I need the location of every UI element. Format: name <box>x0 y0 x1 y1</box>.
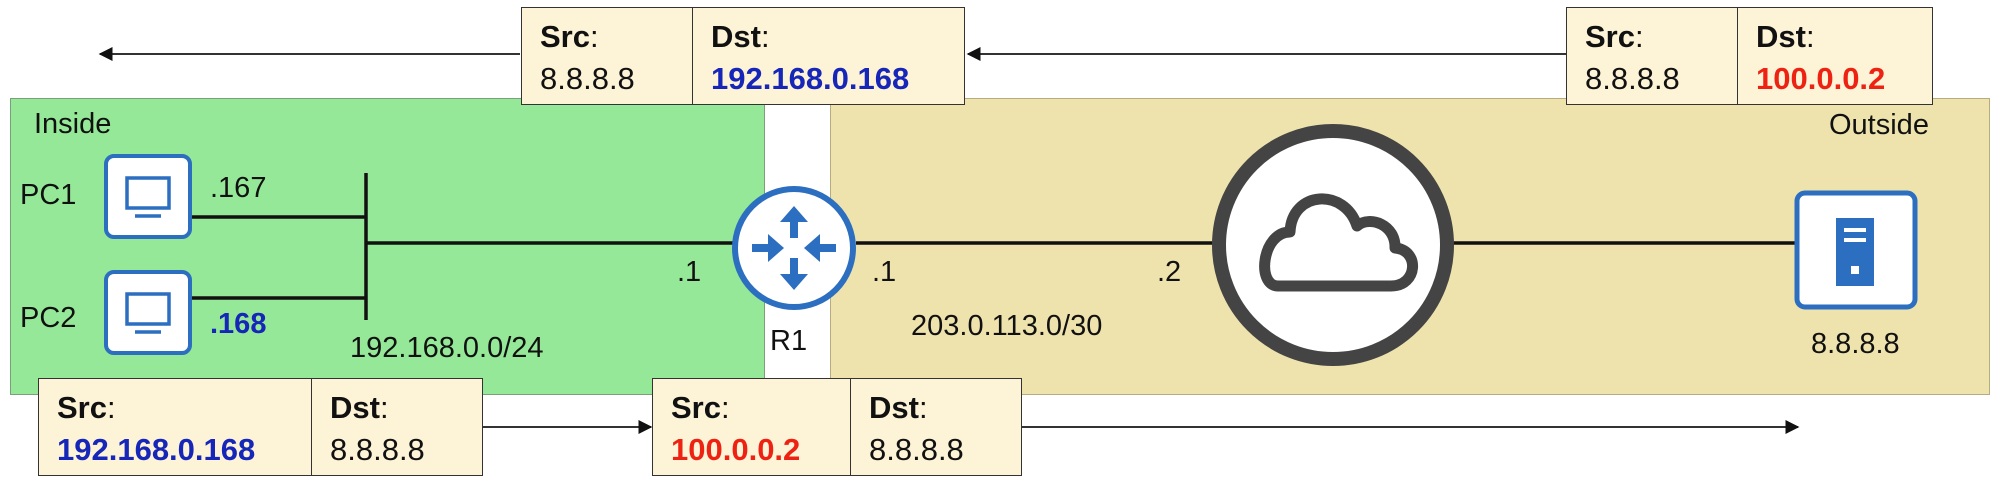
outside-subnet-label: 203.0.113.0/30 <box>911 310 1103 342</box>
router-icon[interactable] <box>732 186 856 310</box>
pc1-icon[interactable] <box>104 154 192 239</box>
src-ip: 8.8.8.8 <box>1585 61 1680 96</box>
pc2-icon[interactable] <box>104 270 192 355</box>
dst-key: Dst <box>869 390 919 425</box>
packet-header-outbound-outside: Src: 100.0.0.2 Dst: 8.8.8.8 <box>652 378 1022 476</box>
dst-key: Dst <box>711 19 761 54</box>
src-ip: 8.8.8.8 <box>540 61 635 96</box>
dst-key: Dst <box>1756 19 1806 54</box>
packet-header-return-inside: Src: 8.8.8.8 Dst: 192.168.0.168 <box>521 7 965 105</box>
dst-ip: 100.0.0.2 <box>1756 61 1886 96</box>
internet-cloud-icon[interactable] <box>1212 124 1454 366</box>
pc2-host-address: .168 <box>210 308 267 340</box>
server-ip-label: 8.8.8.8 <box>1811 328 1900 360</box>
src-key: Src <box>1585 19 1635 54</box>
inside-zone-label: Inside <box>34 108 112 140</box>
pc2-label: PC2 <box>20 302 77 334</box>
router-label: R1 <box>770 325 808 357</box>
src-ip: 192.168.0.168 <box>57 432 256 467</box>
inside-subnet-label: 192.168.0.0/24 <box>350 332 544 364</box>
dst-key: Dst <box>330 390 380 425</box>
router-inside-interface: .1 <box>677 256 702 288</box>
outside-zone-label: Outside <box>1829 109 1929 141</box>
dst-ip: 8.8.8.8 <box>869 432 964 467</box>
dst-ip: 8.8.8.8 <box>330 432 425 467</box>
packet-header-return-outside: Src: 8.8.8.8 Dst: 100.0.0.2 <box>1566 7 1933 105</box>
server-icon[interactable] <box>1794 190 1918 310</box>
dst-ip: 192.168.0.168 <box>711 61 910 96</box>
isp-interface: .2 <box>1157 256 1182 288</box>
router-outside-interface: .1 <box>872 256 897 288</box>
src-key: Src <box>671 390 721 425</box>
pc1-label: PC1 <box>20 179 77 211</box>
src-key: Src <box>57 390 107 425</box>
src-key: Src <box>540 19 590 54</box>
packet-header-outbound-inside: Src: 192.168.0.168 Dst: 8.8.8.8 <box>38 378 483 476</box>
pc1-host-address: .167 <box>210 172 267 204</box>
src-ip: 100.0.0.2 <box>671 432 801 467</box>
